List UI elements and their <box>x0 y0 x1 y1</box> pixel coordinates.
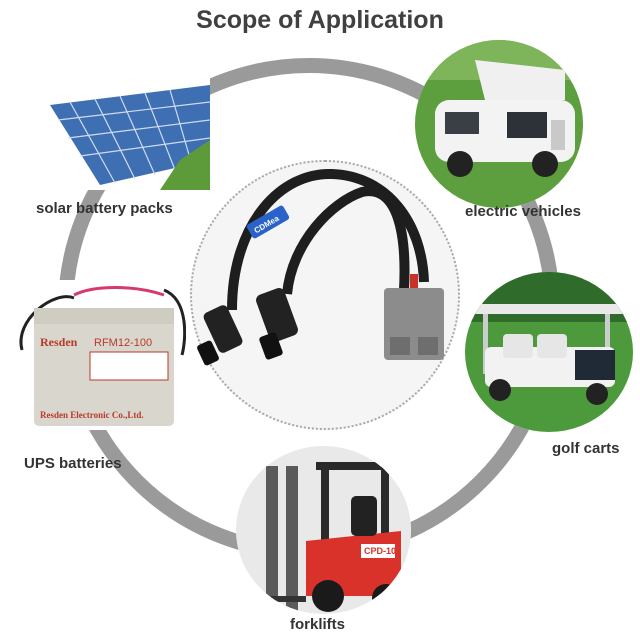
product-center-circle: CDMea <box>190 160 460 430</box>
label-electric-vehicles: electric vehicles <box>465 203 581 220</box>
cable-illustration: CDMea <box>197 168 444 366</box>
battery-brand-text: Resden <box>40 335 78 349</box>
electric-vehicle-image <box>415 40 583 208</box>
solar-panel-image <box>40 50 210 190</box>
label-ups-batteries: UPS batteries <box>24 455 122 472</box>
label-solar-battery-packs: solar battery packs <box>36 200 173 217</box>
battery-footer-text: Resden Electronic Co.,Ltd. <box>40 410 144 420</box>
forklift-image: CPD-10 <box>236 446 411 614</box>
ups-battery-image: Resden RFM12-100 Resden Electronic Co.,L… <box>14 280 186 430</box>
page-title: Scope of Application <box>196 6 444 34</box>
label-forklifts: forklifts <box>290 616 346 633</box>
battery-model-text: RFM12-100 <box>94 337 152 349</box>
golf-cart-image <box>465 272 633 432</box>
forklift-model-text: CPD-10 <box>364 546 396 556</box>
label-golf-carts: golf carts <box>552 440 620 457</box>
